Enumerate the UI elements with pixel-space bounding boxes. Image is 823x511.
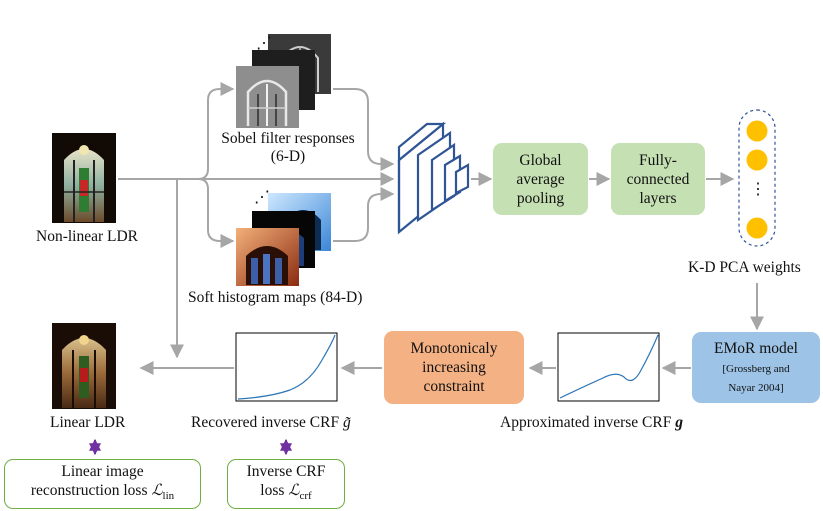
loss-lin-symbol: ℒ (151, 481, 163, 499)
loss-crf-subscript: crf (299, 490, 312, 503)
pooling-line2: average (516, 170, 565, 188)
loss-lin-line1: Linear image (61, 462, 144, 480)
mono-line1: Monotonicaly (410, 340, 498, 357)
loss-crf-text: loss (260, 481, 285, 499)
recovered-label: Recovered inverse CRF g̃ (191, 414, 351, 432)
loss-lin-text: reconstruction loss (30, 481, 148, 499)
loss-crf-box: Inverse CRF loss ℒcrf (227, 459, 345, 509)
recovered-crf-plot (235, 332, 338, 402)
input-image (52, 133, 116, 223)
pooling-line1: Global (519, 151, 562, 169)
mono-line2: increasing (422, 359, 486, 376)
mono-line3: constraint (423, 378, 485, 395)
loss-lin-line2: reconstruction loss ℒlin (31, 481, 174, 506)
recovered-label-text: Recovered inverse CRF (191, 414, 340, 431)
output-image (52, 323, 116, 409)
input-label: Non-linear LDR (36, 228, 139, 245)
loss-crf-symbol: ℒ (288, 481, 300, 499)
hist-label: Soft histogram maps (84-D) (188, 289, 363, 306)
approx-symbol: g (675, 414, 683, 431)
approx-crf-plot (557, 332, 660, 402)
sobel-label: Sobel filter responses (6-D) (208, 130, 368, 166)
approx-label-text: Approximated inverse CRF (500, 414, 672, 431)
cnn-blocks (397, 121, 470, 235)
linear-label: Linear LDR (50, 414, 126, 431)
pooling-box: Global average pooling (493, 143, 588, 215)
pooling-line3: pooling (516, 189, 565, 207)
fc-line2: connected (626, 170, 690, 188)
histogram-stack (236, 193, 331, 286)
emor-box: EMoR model [Grossberg and Nayar 2004] (692, 332, 820, 403)
recovered-symbol: g̃ (342, 414, 351, 431)
sobel-label-line2: (6-D) (270, 148, 306, 165)
loss-crf-line1: Inverse CRF (246, 462, 326, 480)
fc-box: Fully- connected layers (611, 143, 705, 215)
emor-title: EMoR model (714, 340, 798, 357)
loss-arrows (89, 438, 292, 456)
sobel-stack-dots: ⋰ (256, 35, 272, 52)
emor-ref-line2: Nayar 2004] (728, 382, 784, 394)
sobel-stack (236, 34, 331, 128)
fc-line3: layers (639, 189, 677, 207)
emor-ref-line1: [Grossberg and (722, 363, 790, 375)
loss-lin-box: Linear image reconstruction loss ℒlin (4, 459, 201, 509)
approx-label: Approximated inverse CRF g (500, 414, 683, 432)
flow-arrows (118, 82, 764, 375)
pca-dots: ⋮ (750, 181, 766, 198)
fc-line1: Fully- (639, 151, 677, 169)
pca-label: K-D PCA weights (688, 259, 801, 276)
hist-stack-dots: ⋰ (254, 189, 270, 206)
sobel-label-line1: Sobel filter responses (221, 130, 355, 147)
loss-crf-line2: loss ℒcrf (260, 481, 311, 506)
pca-weights (738, 109, 776, 247)
loss-lin-subscript: lin (162, 490, 175, 503)
monotonic-box: Monotonicaly increasing constraint (384, 331, 524, 404)
